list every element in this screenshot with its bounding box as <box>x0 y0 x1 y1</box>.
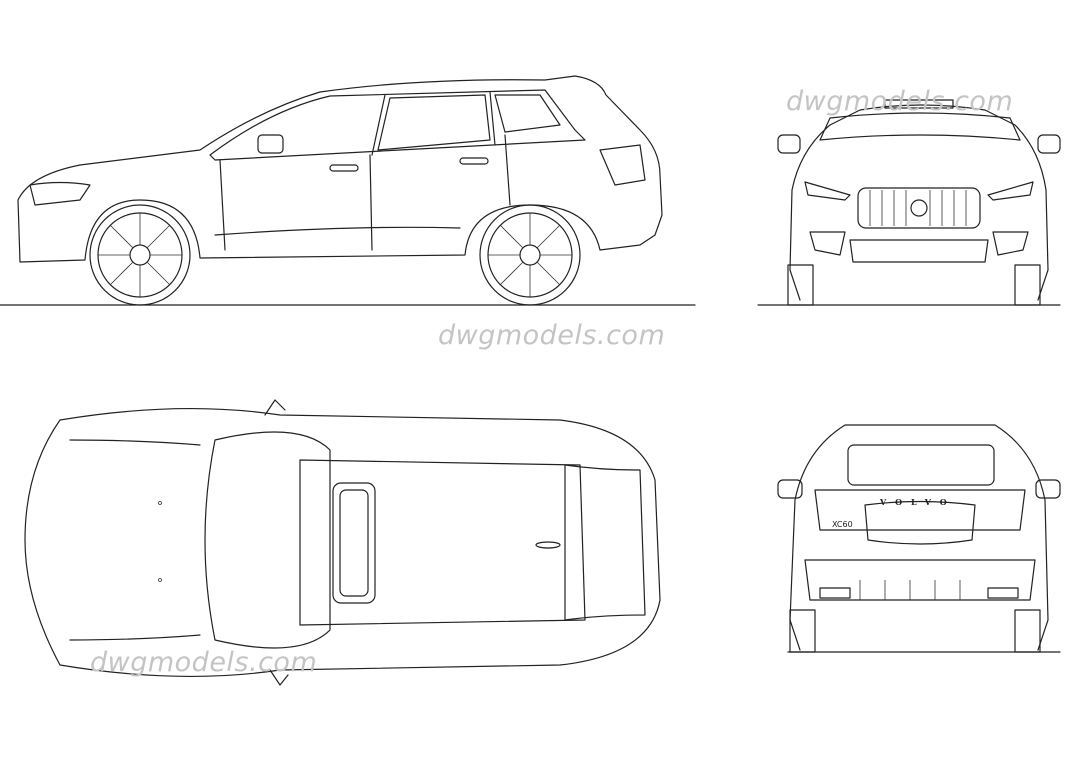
watermark: dwgmodels.com <box>786 86 1014 117</box>
side-view <box>0 75 696 306</box>
volvo-lettering: VOLVO <box>879 497 956 507</box>
top-view <box>24 399 661 686</box>
rear-wheel <box>479 204 581 306</box>
front-wheel <box>89 204 191 306</box>
watermark: dwgmodels.com <box>90 647 318 678</box>
watermark: dwgmodels.com <box>438 320 666 351</box>
xc60-badge: XC60 <box>832 520 853 529</box>
front-view <box>757 99 1061 306</box>
rear-view: VOLVO XC60 <box>777 424 1061 653</box>
